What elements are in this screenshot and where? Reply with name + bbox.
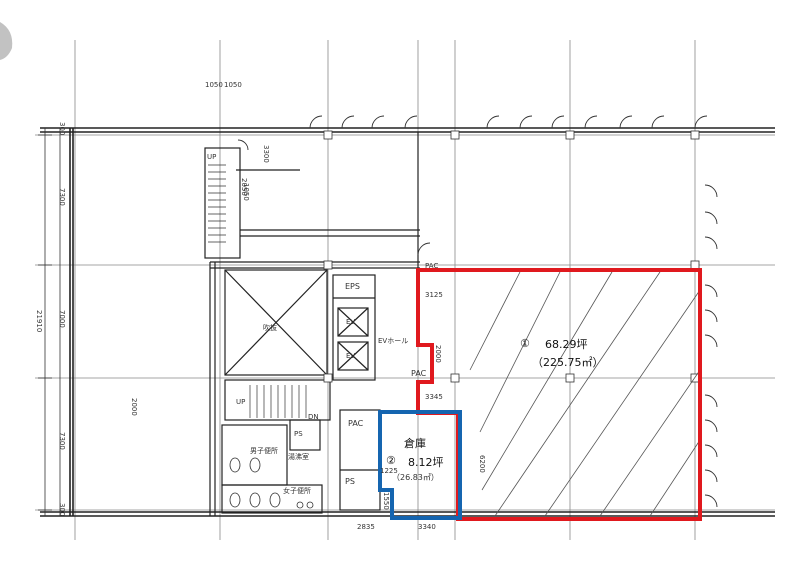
toilet-fixtures — [229, 457, 314, 509]
grid-lines — [35, 40, 775, 540]
wc-women-label: 女子便所 — [283, 487, 311, 495]
unit1-tsubo: 68.29坪 — [545, 338, 588, 351]
kitchen-label: 湯沸室 — [288, 453, 309, 461]
dim-small: 1050 — [242, 183, 250, 201]
dim-edge-top: 300 — [58, 122, 66, 136]
dim-pac2: 2000 — [434, 345, 442, 363]
corner-shadow — [0, 22, 13, 60]
dim-stair: 2050 — [240, 178, 248, 196]
door-swings — [237, 115, 718, 508]
wc-men-label: 男子便所 — [250, 447, 278, 455]
dim-bottom2: 3340 — [418, 523, 436, 531]
dim-height-total: 21910 — [35, 310, 43, 333]
dim-h-mid: 7000 — [58, 310, 66, 328]
pac-top-label: PAC — [425, 262, 439, 270]
void-label: 吹抜 — [263, 324, 277, 332]
dim-top-right: 1050 — [224, 81, 242, 89]
ps-left-label: PS — [294, 430, 303, 438]
unit2-name: 倉庫 — [404, 437, 426, 450]
unit1-sqm: （225.75㎡） — [532, 356, 604, 369]
eps-label: EPS — [345, 282, 360, 291]
staircase — [208, 164, 307, 418]
left-dimension-line — [38, 128, 61, 516]
dim-bottom1: 2835 — [357, 523, 375, 531]
dim-store: 1550 — [382, 492, 390, 510]
up-label-1: UP — [207, 153, 217, 161]
dim-pac1: 3125 — [425, 291, 443, 299]
ev-hall-label: EVホール — [378, 337, 409, 345]
ps-right-label: PS — [345, 477, 355, 486]
unit2-number: ② — [386, 454, 396, 467]
dim-shaft: 3300 — [262, 145, 270, 163]
ev2-label: EV — [346, 352, 356, 360]
dn-label: DN — [308, 413, 319, 421]
core-walls — [204, 132, 420, 516]
unit2-outline — [378, 410, 462, 520]
dim-ps: 1225 — [380, 467, 398, 475]
unit1-number: ① — [520, 337, 530, 350]
dim-left-gap: 2000 — [130, 398, 138, 416]
up-label-2: UP — [236, 398, 246, 406]
pac-mid-label: PAC — [411, 369, 427, 378]
unit1-hatch — [469, 271, 701, 517]
dim-edge-bot: 300 — [58, 503, 66, 517]
ev1-label: EV — [346, 318, 356, 326]
pac-store-label: PAC — [348, 419, 364, 428]
unit2-sqm: （26.83㎡） — [392, 473, 439, 482]
dim-top-left: 1050 — [205, 81, 223, 89]
dim-pac3: 3345 — [425, 393, 443, 401]
dim-h-top: 7300 — [58, 188, 66, 206]
dim-h-bot: 7300 — [58, 432, 66, 450]
dim-right: 6200 — [478, 455, 486, 473]
unit2-tsubo: 8.12坪 — [408, 456, 444, 469]
